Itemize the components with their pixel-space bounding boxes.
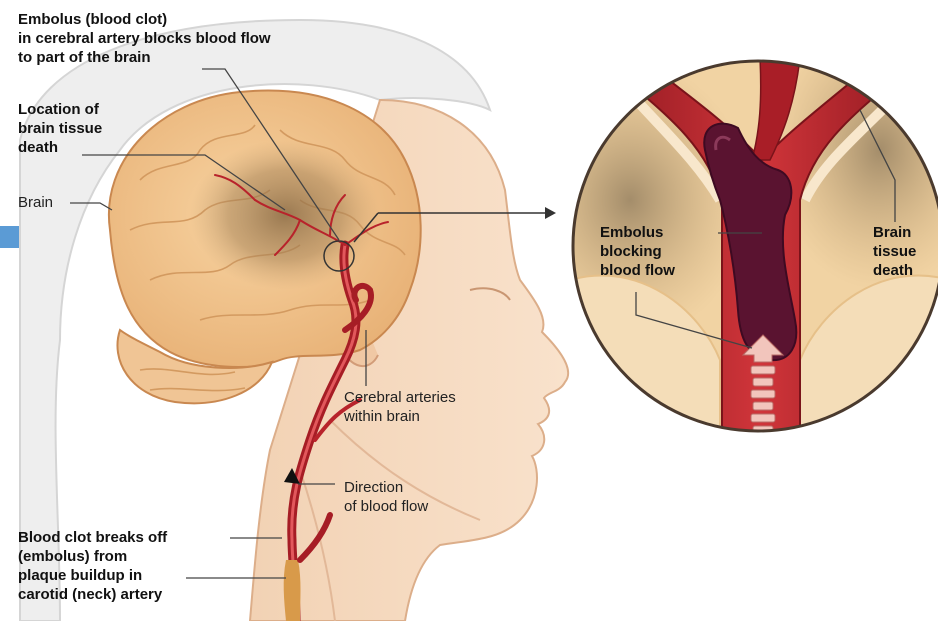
label-cerebral-arteries: Cerebral arteries within brain xyxy=(344,388,456,426)
label-clot-breaks-off: Blood clot breaks off (embolus) from pla… xyxy=(18,528,167,604)
plaque-buildup xyxy=(284,560,301,621)
tissue-death-area xyxy=(190,140,380,290)
zoom-arrow-head xyxy=(545,207,556,219)
label-embolus-cerebral: Embolus (blood clot) in cerebral artery … xyxy=(18,10,271,67)
label-location-tissue-death: Location of brain tissue death xyxy=(18,100,102,157)
label-direction-of-flow: Direction of blood flow xyxy=(344,478,428,516)
label-embolus-blocking: Embolus blocking blood flow xyxy=(600,223,675,280)
label-brain-tissue-death: Brain tissue death xyxy=(873,223,916,280)
label-brain: Brain xyxy=(18,193,53,212)
